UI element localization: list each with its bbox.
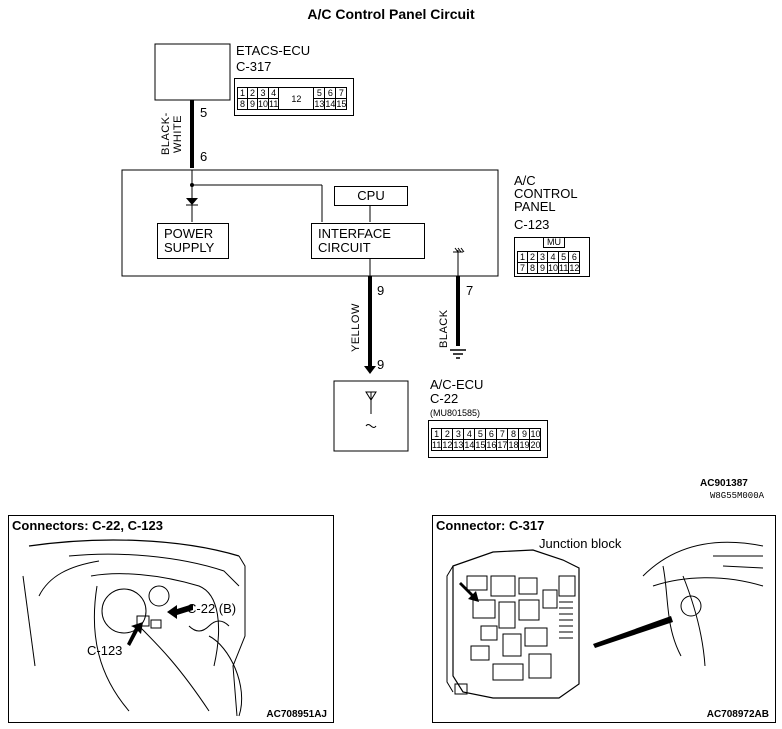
acpanel-pin: 9 (537, 262, 548, 274)
acpanel-pin: 6 (568, 251, 581, 263)
acecu-pin: 19 (518, 439, 531, 451)
panel-right-code: AC708972AB (706, 709, 769, 720)
acpanel-key: MU (543, 238, 565, 248)
interface-line2: CIRCUIT (318, 240, 371, 255)
etacs-pin: 3 (256, 87, 270, 99)
acpanel-pin: 1 (517, 251, 528, 263)
acecu-pin: 16 (485, 439, 498, 451)
acecu-pin: 7 (496, 428, 509, 440)
acpanel-pin: 5 (557, 251, 570, 263)
etacs-connector: C-317 (236, 59, 272, 74)
acecu-part-number: (MU801585) (430, 408, 481, 418)
figure-code-2: W8G55M000A (710, 491, 765, 501)
panel-right-title: Connector: C-317 (436, 518, 545, 533)
panel-left-code: AC708951AJ (266, 709, 327, 720)
wire-yellow-color-label: YELLOW (350, 303, 362, 352)
dashboard-illustration (22, 539, 246, 717)
acpanel-pin: 12 (568, 262, 581, 274)
etacs-pin: 1 (237, 87, 248, 99)
wire-bw-pin-bottom: 6 (200, 149, 208, 164)
acpanel-connector-face: MU 1 2 3 4 5 6 7 8 9 10 11 12 (514, 237, 590, 277)
cpu-block: CPU (334, 186, 408, 206)
acecu-pin: 17 (496, 439, 509, 451)
connector-panel-left: Connectors: C-22, C-123 C-22 (B) C-123 A… (8, 515, 334, 723)
acecu-pin: 9 (518, 428, 531, 440)
acpanel-pin: 4 (546, 251, 560, 263)
etacs-pin: 5 (313, 87, 326, 99)
acecu-pin: 4 (463, 428, 476, 440)
acpanel-pin-table: 1 2 3 4 5 6 7 8 9 10 11 12 (517, 251, 581, 274)
connector-panel-right: Connector: C-317 Junction block AC708972… (432, 515, 776, 723)
acecu-pin: 3 (452, 428, 465, 440)
etacs-pin: 7 (335, 87, 348, 99)
etacs-pin: 8 (237, 98, 248, 110)
power-supply-block: POWER SUPPLY (157, 223, 229, 259)
etacs-pin: 9 (247, 98, 258, 110)
acpanel-pin: 8 (527, 262, 538, 274)
acecu-name: A/C-ECU (430, 377, 484, 392)
junction-block-caption: Junction block (539, 536, 622, 551)
acpanel-pin: 7 (517, 262, 528, 274)
acpanel-pin: 11 (557, 262, 570, 274)
acpanel-name-1: A/C (514, 173, 536, 188)
acecu-pin: 20 (529, 439, 542, 451)
acecu-pin: 2 (441, 428, 454, 440)
acecu-pin: 13 (452, 439, 465, 451)
acecu-pin: 1 (430, 428, 443, 440)
acecu-pin: 10 (529, 428, 542, 440)
junction-block-illustration (446, 541, 764, 699)
etacs-pin: 14 (324, 98, 337, 110)
interface-circuit-block: INTERFACE CIRCUIT (311, 223, 425, 259)
diagram-title: A/C Control Panel Circuit (307, 6, 475, 22)
wire-bw-color: BLACK-WHITE (160, 108, 186, 160)
acecu-pin: 18 (507, 439, 520, 451)
interface-line1: INTERFACE (318, 226, 391, 241)
callout-c123: C-123 (87, 643, 123, 658)
acecu-pin-table: 1 2 3 4 5 6 7 8 9 10 11 12 13 14 15 16 1… (430, 428, 542, 451)
figure-code-1: AC901387 (700, 478, 748, 489)
wire-bw-pin-top: 5 (200, 105, 208, 120)
etacs-name: ETACS-ECU (236, 43, 311, 58)
etacs-pin: 4 (267, 87, 280, 99)
acpanel-name-3: PANEL (514, 199, 556, 214)
acpanel-name-2: CONTROL (514, 186, 578, 201)
callout-c22: C-22 (B) (187, 601, 237, 616)
acecu-pin: 11 (430, 439, 443, 451)
etacs-pin: 6 (324, 87, 337, 99)
acecu-pin: 6 (485, 428, 498, 440)
acpanel-pin: 2 (527, 251, 538, 263)
acecu-pin: 12 (441, 439, 454, 451)
wire-black-color-label: BLACK (438, 309, 450, 348)
acecu-pin: 8 (507, 428, 520, 440)
etacs-pin: 10 (256, 98, 270, 110)
acecu-connector-face: 1 2 3 4 5 6 7 8 9 10 11 12 13 14 15 16 1… (428, 420, 548, 458)
acecu-pin: 5 (474, 428, 487, 440)
power-supply-line2: SUPPLY (164, 240, 215, 255)
etacs-pin-table: 1 2 3 4 12 5 6 7 8 9 10 11 13 14 15 (237, 87, 348, 110)
etacs-pin: 15 (335, 98, 348, 110)
wire-bw-color-label: BLACK-WHITE (160, 112, 184, 156)
etacs-pin: 11 (267, 98, 280, 110)
acpanel-pin: 10 (546, 262, 560, 274)
power-supply-line1: POWER (164, 226, 214, 241)
wire-yellow-pin-top: 9 (377, 283, 385, 298)
etacs-connector-face: 1 2 3 4 12 5 6 7 8 9 10 11 13 14 15 (234, 78, 354, 116)
etacs-pin: 13 (313, 98, 326, 110)
acecu-pin: 14 (463, 439, 476, 451)
acpanel-connector: C-123 (514, 217, 550, 232)
acecu-connector: C-22 (430, 391, 459, 406)
panel-left-title: Connectors: C-22, C-123 (12, 518, 163, 533)
etacs-pin: 2 (247, 87, 258, 99)
wire-black-pin: 7 (466, 283, 474, 298)
acecu-pin: 15 (474, 439, 487, 451)
acpanel-pin: 3 (537, 251, 548, 263)
wire-yellow-pin-bottom: 9 (377, 357, 385, 372)
etacs-pin-12: 12 (278, 87, 315, 110)
